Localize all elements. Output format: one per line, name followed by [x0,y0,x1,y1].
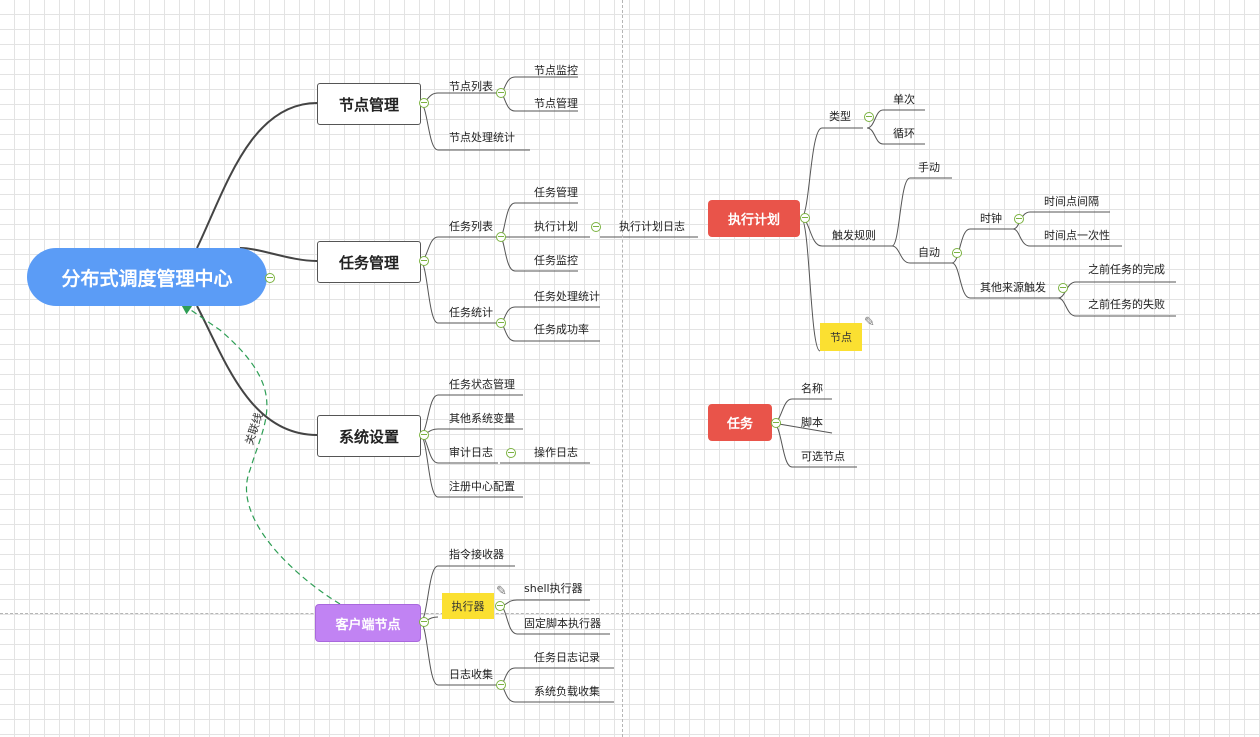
system-settings-collapse-toggle[interactable] [419,430,429,440]
fixed-script-executor-topic[interactable]: 固定脚本执行器 [524,617,601,630]
other-source-topic[interactable]: 其他来源触发 [980,281,1046,294]
clock-collapse-toggle[interactable] [1014,214,1024,224]
system-settings-label: 系统设置 [338,427,399,446]
task-management-label: 任务管理 [338,253,399,272]
client-node-label: 客户端节点 [335,617,401,633]
optional-node-topic[interactable]: 可选节点 [801,450,845,463]
exec-plan-link-collapse-toggle[interactable] [591,222,601,232]
task-log-record-topic[interactable]: 任务日志记录 [534,651,600,664]
system-load-collect-topic[interactable]: 系统负载收集 [534,685,600,698]
task-status-topic[interactable]: 任务状态管理 [449,378,515,391]
client-node-topic[interactable]: 客户端节点 [315,604,421,642]
task-management-topic[interactable]: 任务管理 [317,241,421,283]
node-monitor-topic[interactable]: 节点监控 [534,64,578,77]
log-collect-topic[interactable]: 日志收集 [449,668,493,681]
exec-plan-collapse-toggle[interactable] [800,213,810,223]
task-topic-label: 任务 [726,417,753,432]
node-topic[interactable]: 节点 [820,323,862,351]
system-settings-topic[interactable]: 系统设置 [317,415,421,457]
one-time-topic[interactable]: 时间点一次性 [1044,229,1110,242]
executor-collapse-toggle[interactable] [495,601,505,611]
task-list-topic[interactable]: 任务列表 [449,220,493,233]
name-topic[interactable]: 名称 [801,382,823,395]
other-vars-topic[interactable]: 其他系统变量 [449,412,515,425]
loop-run-topic[interactable]: 循环 [893,127,915,140]
audit-log-collapse-toggle[interactable] [506,448,516,458]
audit-log-topic[interactable]: 审计日志 [449,446,493,459]
exec-plan-topic[interactable]: 执行计划 [708,200,800,237]
script-topic[interactable]: 脚本 [801,416,823,429]
operation-log-topic[interactable]: 操作日志 [534,446,578,459]
task-success-rate-topic[interactable]: 任务成功率 [534,323,589,336]
node-list-collapse-toggle[interactable] [496,88,506,98]
pencil-icon[interactable]: ✎ [864,315,875,330]
type-topic[interactable]: 类型 [829,110,851,123]
other-source-collapse-toggle[interactable] [1058,283,1068,293]
shell-executor-topic[interactable]: shell执行器 [524,582,583,595]
task-management-collapse-toggle[interactable] [419,256,429,266]
task-manage-topic[interactable]: 任务管理 [534,186,578,199]
task-list-collapse-toggle[interactable] [496,232,506,242]
pencil-icon[interactable]: ✎ [496,584,507,599]
node-manage-topic[interactable]: 节点管理 [534,97,578,110]
task-topic[interactable]: 任务 [708,404,772,441]
exec-plan-label: 执行计划 [727,213,780,228]
manual-trigger-topic[interactable]: 手动 [918,161,940,174]
exec-plan-log-topic[interactable]: 执行计划日志 [619,220,685,233]
exec-plan-link-topic[interactable]: 执行计划 [534,220,578,233]
prev-task-fail-topic[interactable]: 之前任务的失败 [1088,298,1165,311]
node-topic-label: 节点 [830,331,852,344]
prev-task-complete-topic[interactable]: 之前任务的完成 [1088,263,1165,276]
node-management-topic[interactable]: 节点管理 [317,83,421,125]
single-run-topic[interactable]: 单次 [893,93,915,106]
executor-topic[interactable]: 执行器 [442,593,494,619]
interval-topic[interactable]: 时间点间隔 [1044,195,1099,208]
node-stats-topic[interactable]: 节点处理统计 [449,131,515,144]
node-management-collapse-toggle[interactable] [419,98,429,108]
node-list-topic[interactable]: 节点列表 [449,80,493,93]
page-break-vertical [622,0,623,737]
registry-config-topic[interactable]: 注册中心配置 [449,480,515,493]
task-monitor-topic[interactable]: 任务监控 [534,254,578,267]
type-collapse-toggle[interactable] [864,112,874,122]
task-stats-topic[interactable]: 任务统计 [449,306,493,319]
page-break-horizontal [0,613,1260,614]
auto-trigger-topic[interactable]: 自动 [918,246,940,259]
root-topic-label: 分布式调度管理中心 [61,267,233,290]
task-process-stats-topic[interactable]: 任务处理统计 [534,290,600,303]
executor-label: 执行器 [451,600,485,613]
clock-topic[interactable]: 时钟 [980,212,1002,225]
cmd-receiver-topic[interactable]: 指令接收器 [449,548,504,561]
task-stats-collapse-toggle[interactable] [496,318,506,328]
root-topic[interactable]: 分布式调度管理中心 [27,248,267,306]
auto-trigger-collapse-toggle[interactable] [952,248,962,258]
node-management-label: 节点管理 [338,95,399,114]
log-collect-collapse-toggle[interactable] [496,680,506,690]
root-collapse-toggle[interactable] [265,273,275,283]
client-node-collapse-toggle[interactable] [419,617,429,627]
trigger-rules-topic[interactable]: 触发规则 [832,229,876,242]
task-collapse-toggle[interactable] [771,418,781,428]
